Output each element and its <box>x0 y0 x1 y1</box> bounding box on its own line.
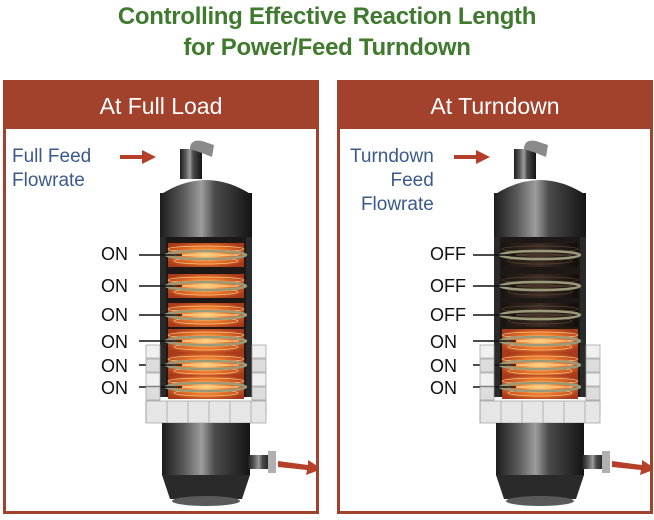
stage-label: ON <box>430 378 457 398</box>
inlet-elbow <box>190 140 214 157</box>
upper-shell <box>494 193 586 237</box>
base-flange <box>506 496 574 506</box>
feed-label-full: Full Feed Flowrate <box>12 145 91 193</box>
heating-stage-off <box>473 274 582 298</box>
reactor-illustration-full <box>120 140 316 506</box>
heating-stage-off <box>473 243 582 267</box>
base-flange <box>172 496 240 506</box>
refractory-lining <box>479 344 601 424</box>
heating-stage-on <box>139 274 248 298</box>
shell-side <box>580 237 586 397</box>
top-dome <box>160 180 252 195</box>
top-dome <box>494 180 586 195</box>
diagram-title-line2: for Power/Feed Turndown <box>183 34 471 61</box>
stage-label: ON <box>101 356 128 376</box>
heating-stage-on <box>139 303 248 327</box>
heating-stage-on <box>139 353 248 377</box>
outlet-arrow <box>612 460 650 475</box>
stage-label: OFF <box>430 305 466 325</box>
outlet-arrow <box>278 460 316 475</box>
outlet-flange <box>268 451 276 473</box>
shell-side <box>494 237 500 397</box>
bottom-head <box>496 475 584 499</box>
stage-label: ON <box>101 332 128 352</box>
inlet-pipe <box>514 149 536 179</box>
heating-stage-off <box>473 303 582 327</box>
stage-label: ON <box>430 332 457 352</box>
refractory-lining <box>145 344 267 424</box>
heating-stage-on <box>139 243 248 267</box>
inlet-pipe <box>180 149 202 179</box>
feed-arrow <box>120 150 156 164</box>
panel-header-full-load: At Full Load <box>6 83 316 129</box>
shell-side <box>246 237 252 397</box>
feed-label-line: Turndown <box>350 146 434 167</box>
stage-label: ON <box>101 378 128 398</box>
feed-label-line: Flowrate <box>360 194 434 215</box>
heating-stage-on <box>139 329 248 353</box>
stage-label: ON <box>101 305 128 325</box>
upper-shell <box>160 193 252 237</box>
bottom-head <box>162 475 250 499</box>
outlet-pipe <box>248 455 272 469</box>
stage-label: ON <box>430 356 457 376</box>
feed-arrow <box>454 150 490 164</box>
panel-header-turndown: At Turndown <box>340 83 650 129</box>
reactor-illustration-turndown <box>454 140 650 506</box>
lower-shell <box>496 423 584 475</box>
panel-turndown: At Turndown Turndown Feed Flowrate OFF O… <box>337 80 653 514</box>
stage-label: ON <box>101 276 128 296</box>
feed-label-turndown: Turndown Feed Flowrate <box>350 145 434 217</box>
feed-label-line: Feed <box>390 170 434 191</box>
shell-side <box>160 237 166 397</box>
outlet-pipe <box>582 455 606 469</box>
inlet-elbow <box>524 140 548 157</box>
stage-label: ON <box>101 244 128 264</box>
heating-stage-on <box>473 329 582 353</box>
stage-label: OFF <box>430 244 466 264</box>
heating-stage-on <box>473 375 582 399</box>
feed-label-line: Flowrate <box>12 170 85 191</box>
stage-label: OFF <box>430 276 466 296</box>
feed-label-line: Full Feed <box>12 146 92 167</box>
diagram-title-line1: Controlling Effective Reaction Length <box>117 3 537 30</box>
outlet-flange <box>602 451 610 473</box>
heating-stage-on <box>139 375 248 399</box>
lower-shell <box>162 423 250 475</box>
panel-full-load: At Full Load Full Feed Flowrate ON ON ON… <box>3 80 319 514</box>
